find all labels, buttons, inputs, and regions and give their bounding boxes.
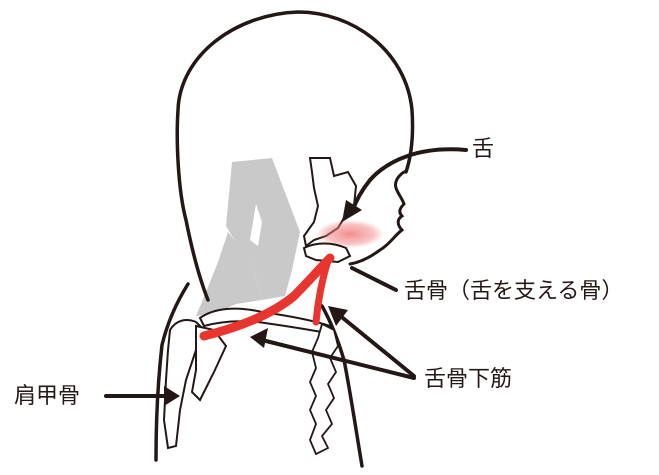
face-profile xyxy=(350,172,404,264)
label-scapula: 肩甲骨 xyxy=(14,386,80,408)
cervical-spine xyxy=(310,324,338,454)
head-neck-outline xyxy=(177,12,412,300)
label-tongue: 舌 xyxy=(472,139,494,161)
hyoid-arrow-line xyxy=(352,268,396,290)
label-hyoid: 舌骨（舌を支える骨） xyxy=(404,281,623,303)
infrahyoid-arrow-head-left xyxy=(250,328,268,348)
label-infrahyoid: 舌骨下筋 xyxy=(424,369,512,391)
